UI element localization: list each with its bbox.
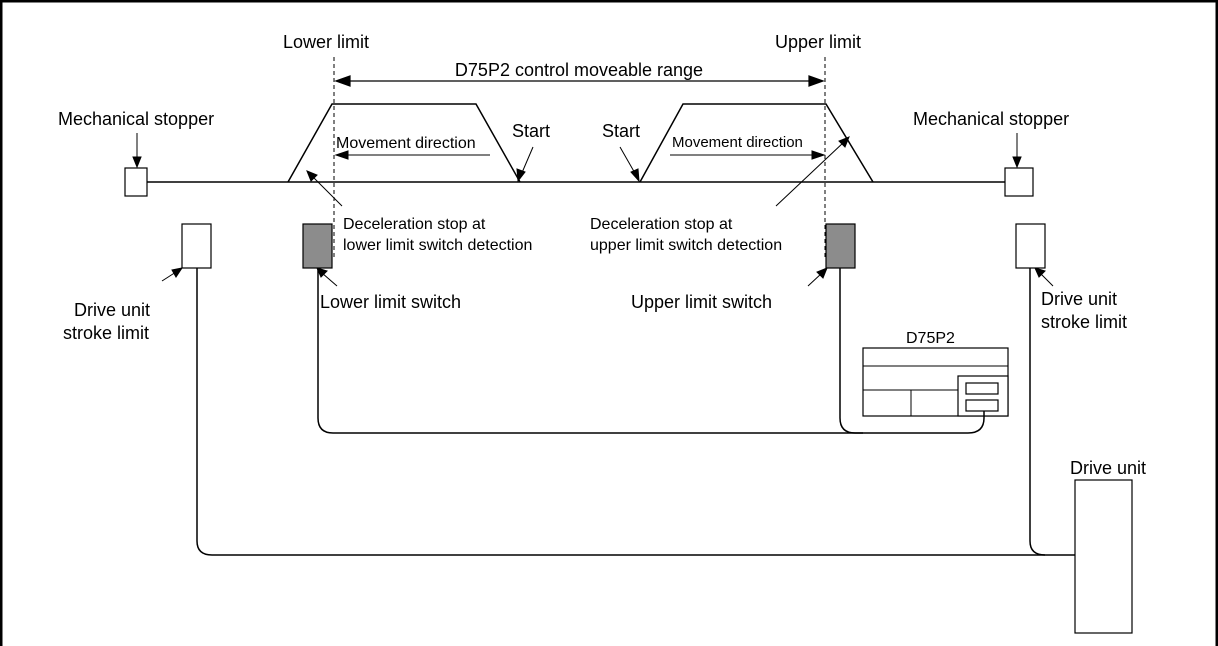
drive-stroke-limit-right xyxy=(1015,223,1046,269)
start-left-label: Start xyxy=(512,121,550,141)
movement-left-arrow xyxy=(334,150,490,160)
lower-trapezoid-profile xyxy=(287,103,521,183)
mechanical-stopper-right xyxy=(1004,167,1034,197)
limit-lines xyxy=(333,57,826,260)
upper-switch-wire xyxy=(839,268,863,434)
control-range-label: D75P2 control moveable range xyxy=(455,60,703,80)
drive-stroke-left-label-1: Drive unit xyxy=(74,300,150,320)
decel-upper-label-1: Deceleration stop at xyxy=(590,216,733,233)
mechanical-stopper-left xyxy=(124,167,148,197)
lower-switch-arrow xyxy=(316,267,338,287)
drive-stroke-right-wire xyxy=(1029,268,1046,556)
mech-stopper-right-arrow xyxy=(1012,133,1022,169)
decel-lower-label-2: lower limit switch detection xyxy=(343,237,532,254)
decel-upper-label-2: upper limit switch detection xyxy=(590,237,782,254)
drive-stroke-right-label-1: Drive unit xyxy=(1041,289,1117,309)
upper-switch-label: Upper limit switch xyxy=(631,292,772,312)
drive-unit-label: Drive unit xyxy=(1070,458,1146,478)
decel-lower-label-1: Deceleration stop at xyxy=(343,216,486,233)
d75p2-connector-bottom xyxy=(965,399,999,412)
movement-left-label: Movement direction xyxy=(336,135,476,152)
drive-stroke-right-label-2: stroke limit xyxy=(1041,312,1127,332)
control-range-arrow xyxy=(334,75,825,87)
drive-unit-box xyxy=(1074,479,1133,634)
drive-stroke-left-wire xyxy=(196,268,1075,556)
mech-stopper-left-label: Mechanical stopper xyxy=(58,109,214,129)
movement-right-arrow xyxy=(670,150,826,160)
lower-limit-label: Lower limit xyxy=(283,32,369,52)
mech-stopper-right-label: Mechanical stopper xyxy=(913,109,1069,129)
decel-lower-arrow xyxy=(306,170,343,207)
upper-switch-arrow xyxy=(807,267,828,287)
start-left-arrow xyxy=(516,146,534,183)
arrows xyxy=(132,133,1054,287)
upper-limit-switch xyxy=(825,223,856,269)
upper-trapezoid-profile xyxy=(639,103,874,183)
start-right-arrow xyxy=(619,146,640,183)
lower-limit-switch xyxy=(302,223,333,269)
mech-stopper-left-arrow xyxy=(132,133,142,169)
lower-switch-wire xyxy=(317,268,985,434)
movement-right-label: Movement direction xyxy=(672,134,803,151)
drive-stroke-left-label-2: stroke limit xyxy=(63,323,149,343)
d75p2-connector-top xyxy=(965,382,999,395)
decel-upper-arrow xyxy=(775,136,850,207)
upper-limit-label: Upper limit xyxy=(775,32,861,52)
drive-stroke-left-arrow xyxy=(161,267,184,282)
lower-switch-label: Lower limit switch xyxy=(320,292,461,312)
wiring xyxy=(196,268,1075,556)
drive-stroke-limit-left xyxy=(181,223,212,269)
d75p2-unit xyxy=(862,347,1009,417)
d75p2-label: D75P2 xyxy=(906,330,955,347)
drive-stroke-right-arrow xyxy=(1034,267,1054,287)
start-right-label: Start xyxy=(602,121,640,141)
